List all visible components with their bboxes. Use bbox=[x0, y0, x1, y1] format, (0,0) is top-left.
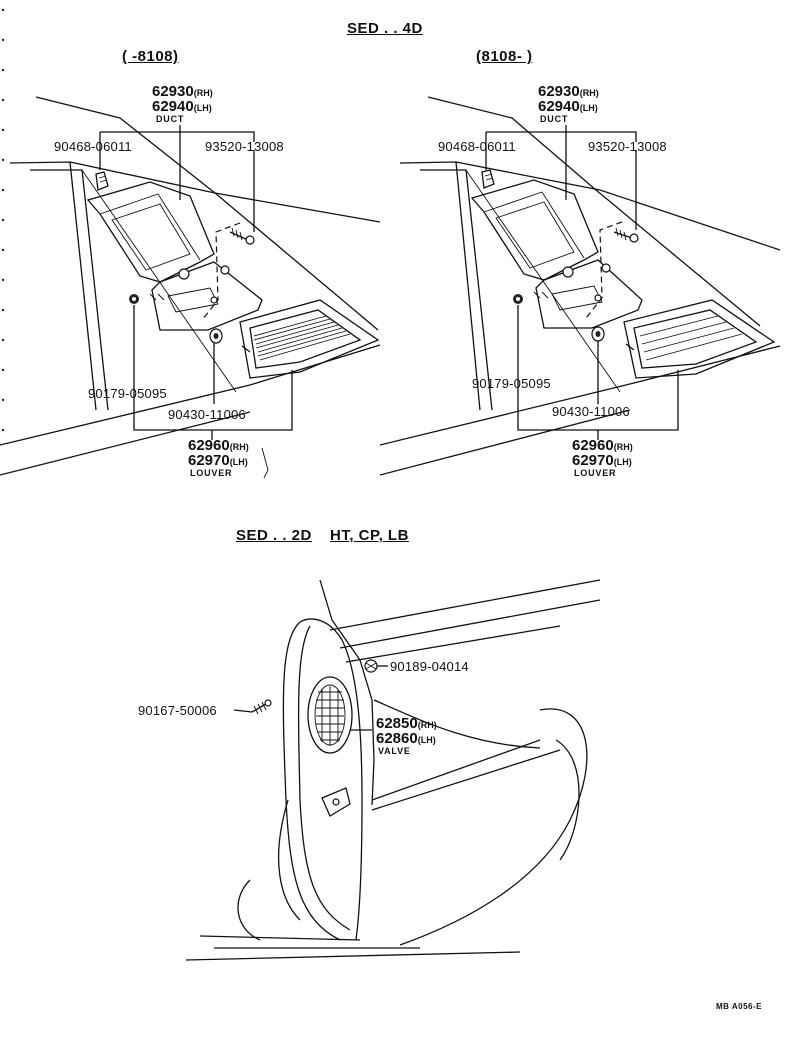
heading-hardtop-group: HT, CP, LB bbox=[330, 527, 409, 544]
valve-name: VALVE bbox=[378, 746, 411, 756]
clip-a-label-late: 90468-06011 bbox=[438, 139, 516, 154]
nut-a-label: 90430-11006 bbox=[168, 407, 246, 422]
louver-rh-number-late: 62960(RH) bbox=[572, 437, 633, 454]
screw-a-label: 93520-13008 bbox=[205, 139, 284, 154]
margin-dots bbox=[1, 8, 5, 432]
valve-rh-number: 62850(RH) bbox=[376, 715, 437, 732]
heading-sed4d: SED . . 4D bbox=[347, 20, 423, 37]
duct-rh-number-late: 62930(RH) bbox=[538, 83, 599, 100]
nut-b-label: 90189-04014 bbox=[390, 659, 469, 674]
figure-code: MB A056-E bbox=[716, 1002, 762, 1011]
duct-lh-number-late: 62940(LH) bbox=[538, 98, 598, 115]
louver-lh-number-late: 62970(LH) bbox=[572, 452, 632, 469]
sed4d-early-illustration bbox=[0, 96, 381, 479]
sed4d-late-illustration bbox=[379, 96, 781, 476]
duct-lh-number: 62940(LH) bbox=[152, 98, 212, 115]
heading-sed2d: SED . . 2D bbox=[236, 527, 312, 544]
heading-range-late: (8108- ) bbox=[476, 48, 533, 65]
screw-b-label: 90167-50006 bbox=[138, 703, 217, 718]
louver-name-late: LOUVER bbox=[574, 468, 617, 478]
clip-b-label: 90179-05095 bbox=[88, 386, 167, 401]
nut-a-label-late: 90430-11006 bbox=[552, 404, 630, 419]
duct-name: DUCT bbox=[156, 114, 185, 124]
screw-a-label-late: 93520-13008 bbox=[588, 139, 667, 154]
duct-rh-number: 62930(RH) bbox=[152, 83, 213, 100]
sed2d-illustration bbox=[185, 579, 601, 961]
louver-rh-number: 62960(RH) bbox=[188, 437, 249, 454]
clip-a-label: 90468-06011 bbox=[54, 139, 132, 154]
clip-b-label-late: 90179-05095 bbox=[472, 376, 551, 391]
valve-lh-number: 62860(LH) bbox=[376, 730, 436, 747]
louver-name: LOUVER bbox=[190, 468, 233, 478]
heading-range-early: ( -8108) bbox=[122, 48, 179, 65]
duct-name-late: DUCT bbox=[540, 114, 569, 124]
louver-lh-number: 62970(LH) bbox=[188, 452, 248, 469]
